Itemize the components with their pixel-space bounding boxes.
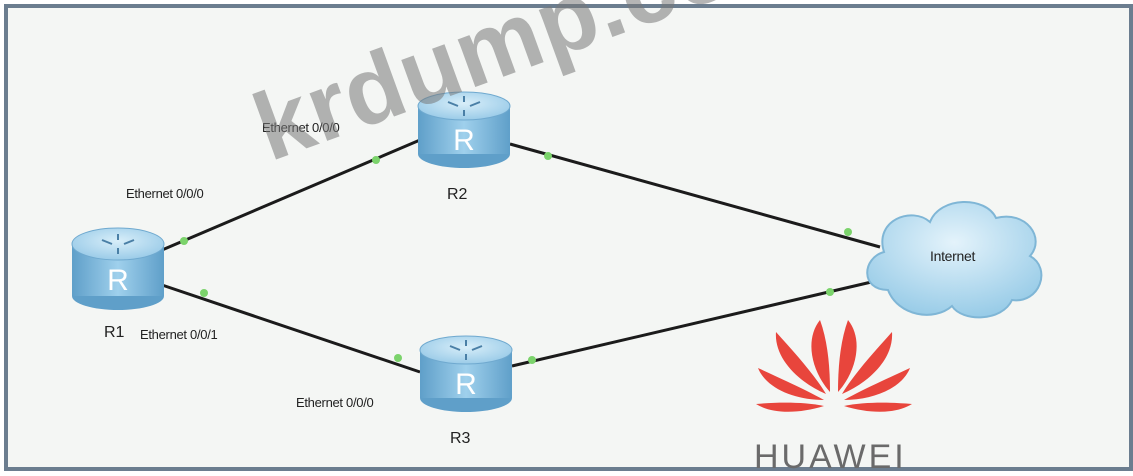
huawei-logo bbox=[756, 320, 912, 412]
port-dot bbox=[394, 354, 402, 362]
interface-label-r1-e000: Ethernet 0/0/0 bbox=[126, 186, 204, 201]
internet-label: Internet bbox=[930, 248, 976, 264]
interface-label-r2-e000: Ethernet 0/0/0 bbox=[262, 120, 340, 135]
link-r2-internet bbox=[509, 142, 881, 249]
port-dot bbox=[200, 289, 208, 297]
link-r3-internet bbox=[511, 278, 881, 368]
router-r2-icon[interactable]: R bbox=[417, 91, 511, 168]
port-dot bbox=[372, 156, 380, 164]
router-r2-name: R2 bbox=[447, 186, 468, 203]
router-r1-icon[interactable]: R bbox=[71, 227, 165, 310]
router-r3-name: R3 bbox=[450, 430, 471, 447]
port-dot bbox=[544, 152, 552, 160]
huawei-brand-text: HUAWEI bbox=[754, 438, 907, 476]
interface-label-r1-e001: Ethernet 0/0/1 bbox=[140, 327, 218, 342]
router-r3-icon[interactable]: R bbox=[419, 335, 513, 412]
interface-label-r3-e000: Ethernet 0/0/0 bbox=[296, 395, 374, 410]
router-r1-name: R1 bbox=[104, 324, 125, 341]
link-r1-r3 bbox=[161, 283, 421, 374]
port-dot bbox=[826, 288, 834, 296]
port-dot bbox=[528, 356, 536, 364]
port-dot bbox=[180, 237, 188, 245]
port-dot bbox=[844, 228, 852, 236]
router-r1-letter: R bbox=[107, 264, 129, 297]
router-r2-letter: R bbox=[453, 124, 475, 157]
internet-cloud-icon[interactable] bbox=[866, 201, 1043, 319]
router-r3-letter: R bbox=[455, 368, 477, 401]
